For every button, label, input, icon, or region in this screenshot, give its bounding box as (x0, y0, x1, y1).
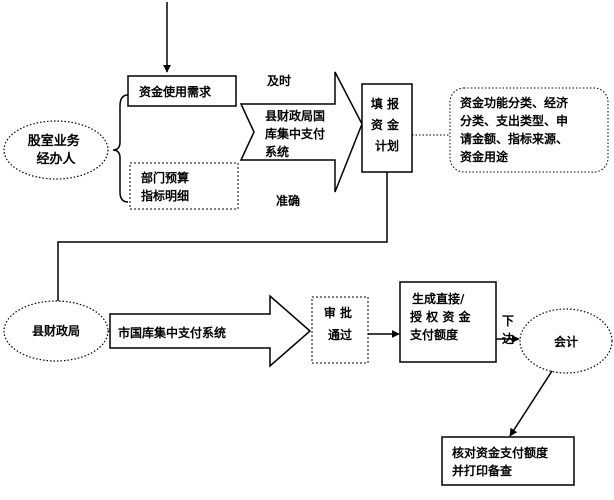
county-system-arrow (239, 71, 363, 193)
verify-label-line2: 并打印备查 (452, 463, 513, 478)
verify-label-line1: 核对资金支付额度 (452, 445, 549, 460)
svg-text:部门预算 指标明细: 部门预算 指标明细 (141, 170, 193, 203)
county-system-line1: 县财政局国 (265, 108, 325, 123)
city-system-label: 市国库集中支付系统 (118, 325, 226, 340)
plan-contents-line4: 资金用途 (460, 149, 509, 164)
quota-box (399, 281, 497, 363)
need-box (127, 75, 237, 107)
need-label: 资金使用需求 (139, 84, 212, 99)
plan-label-line3: 计划 (375, 138, 399, 153)
accurate-label: 准确 (276, 193, 300, 208)
svg-text:资金功能分类、经济 分类、支出类型、申 请金: 资金功能分类、经济 分类、支出类型、申 请金额、指标来源、 资金用途 (460, 95, 572, 164)
plan-contents-line2: 分类、支出类型、申 (460, 113, 568, 128)
budget-box (129, 162, 239, 210)
approve-box (311, 296, 369, 364)
issue-label-1: 下 (502, 314, 514, 328)
issue-label-2: 达 (502, 331, 514, 346)
staff-ellipse (3, 120, 109, 180)
svg-text:县财政局国 库集中支付 系统: 县财政局国 库集中支付 系统 (265, 108, 329, 159)
quota-label-line2: 授 权 资 金 (410, 309, 472, 324)
county-system-line2: 库集中支付 (265, 126, 325, 141)
svg-text:审 批 通过: 审 批 通过 (324, 305, 356, 342)
svg-text:填 报 资 金 计划: 填 报 资 金 计划 (371, 96, 403, 153)
staff-label-line1: 股室业务 (28, 133, 81, 149)
quota-label-line3: 支付额度 (409, 327, 459, 342)
svg-text:生成直接/ 授 权 资 金 支付额度: 生成直接/ 授 权 资 金 支付额度 (409, 291, 475, 342)
svg-text:股室业务 经办人: 股室业务 经办人 (28, 133, 85, 167)
county-system-line3: 系统 (265, 144, 289, 159)
city-system-arrow (109, 294, 312, 368)
verify-box (441, 436, 575, 486)
timely-label: 及时 (267, 73, 291, 88)
plan-contents-line3: 请金额、指标来源、 (460, 131, 568, 146)
plan-label-line2: 资 金 (371, 117, 400, 132)
accountant-ellipse (519, 308, 613, 374)
plan-contents-line1: 资金功能分类、经济 (460, 95, 569, 110)
brace (112, 94, 129, 203)
budget-label-line1: 部门预算 (141, 170, 189, 185)
staff-label-line2: 经办人 (36, 151, 76, 167)
plan-label-line1: 填 报 (371, 96, 399, 111)
svg-text:核对资金支付额度 并打印备查: 核对资金支付额度 并打印备查 (452, 445, 552, 478)
plan-contents-box (449, 87, 609, 173)
quota-label-line1: 生成直接/ (412, 291, 465, 306)
approve-label-line2: 通过 (328, 327, 352, 342)
plan-to-bureau-connector (54, 172, 388, 309)
county-bureau-label: 县财政局 (32, 323, 80, 338)
accountant-label: 会计 (554, 334, 578, 349)
accountant-to-verify-arrow (509, 370, 553, 437)
approve-label-line1: 审 批 (324, 305, 352, 320)
plan-box (361, 83, 413, 173)
budget-label-line2: 指标明细 (141, 188, 189, 203)
